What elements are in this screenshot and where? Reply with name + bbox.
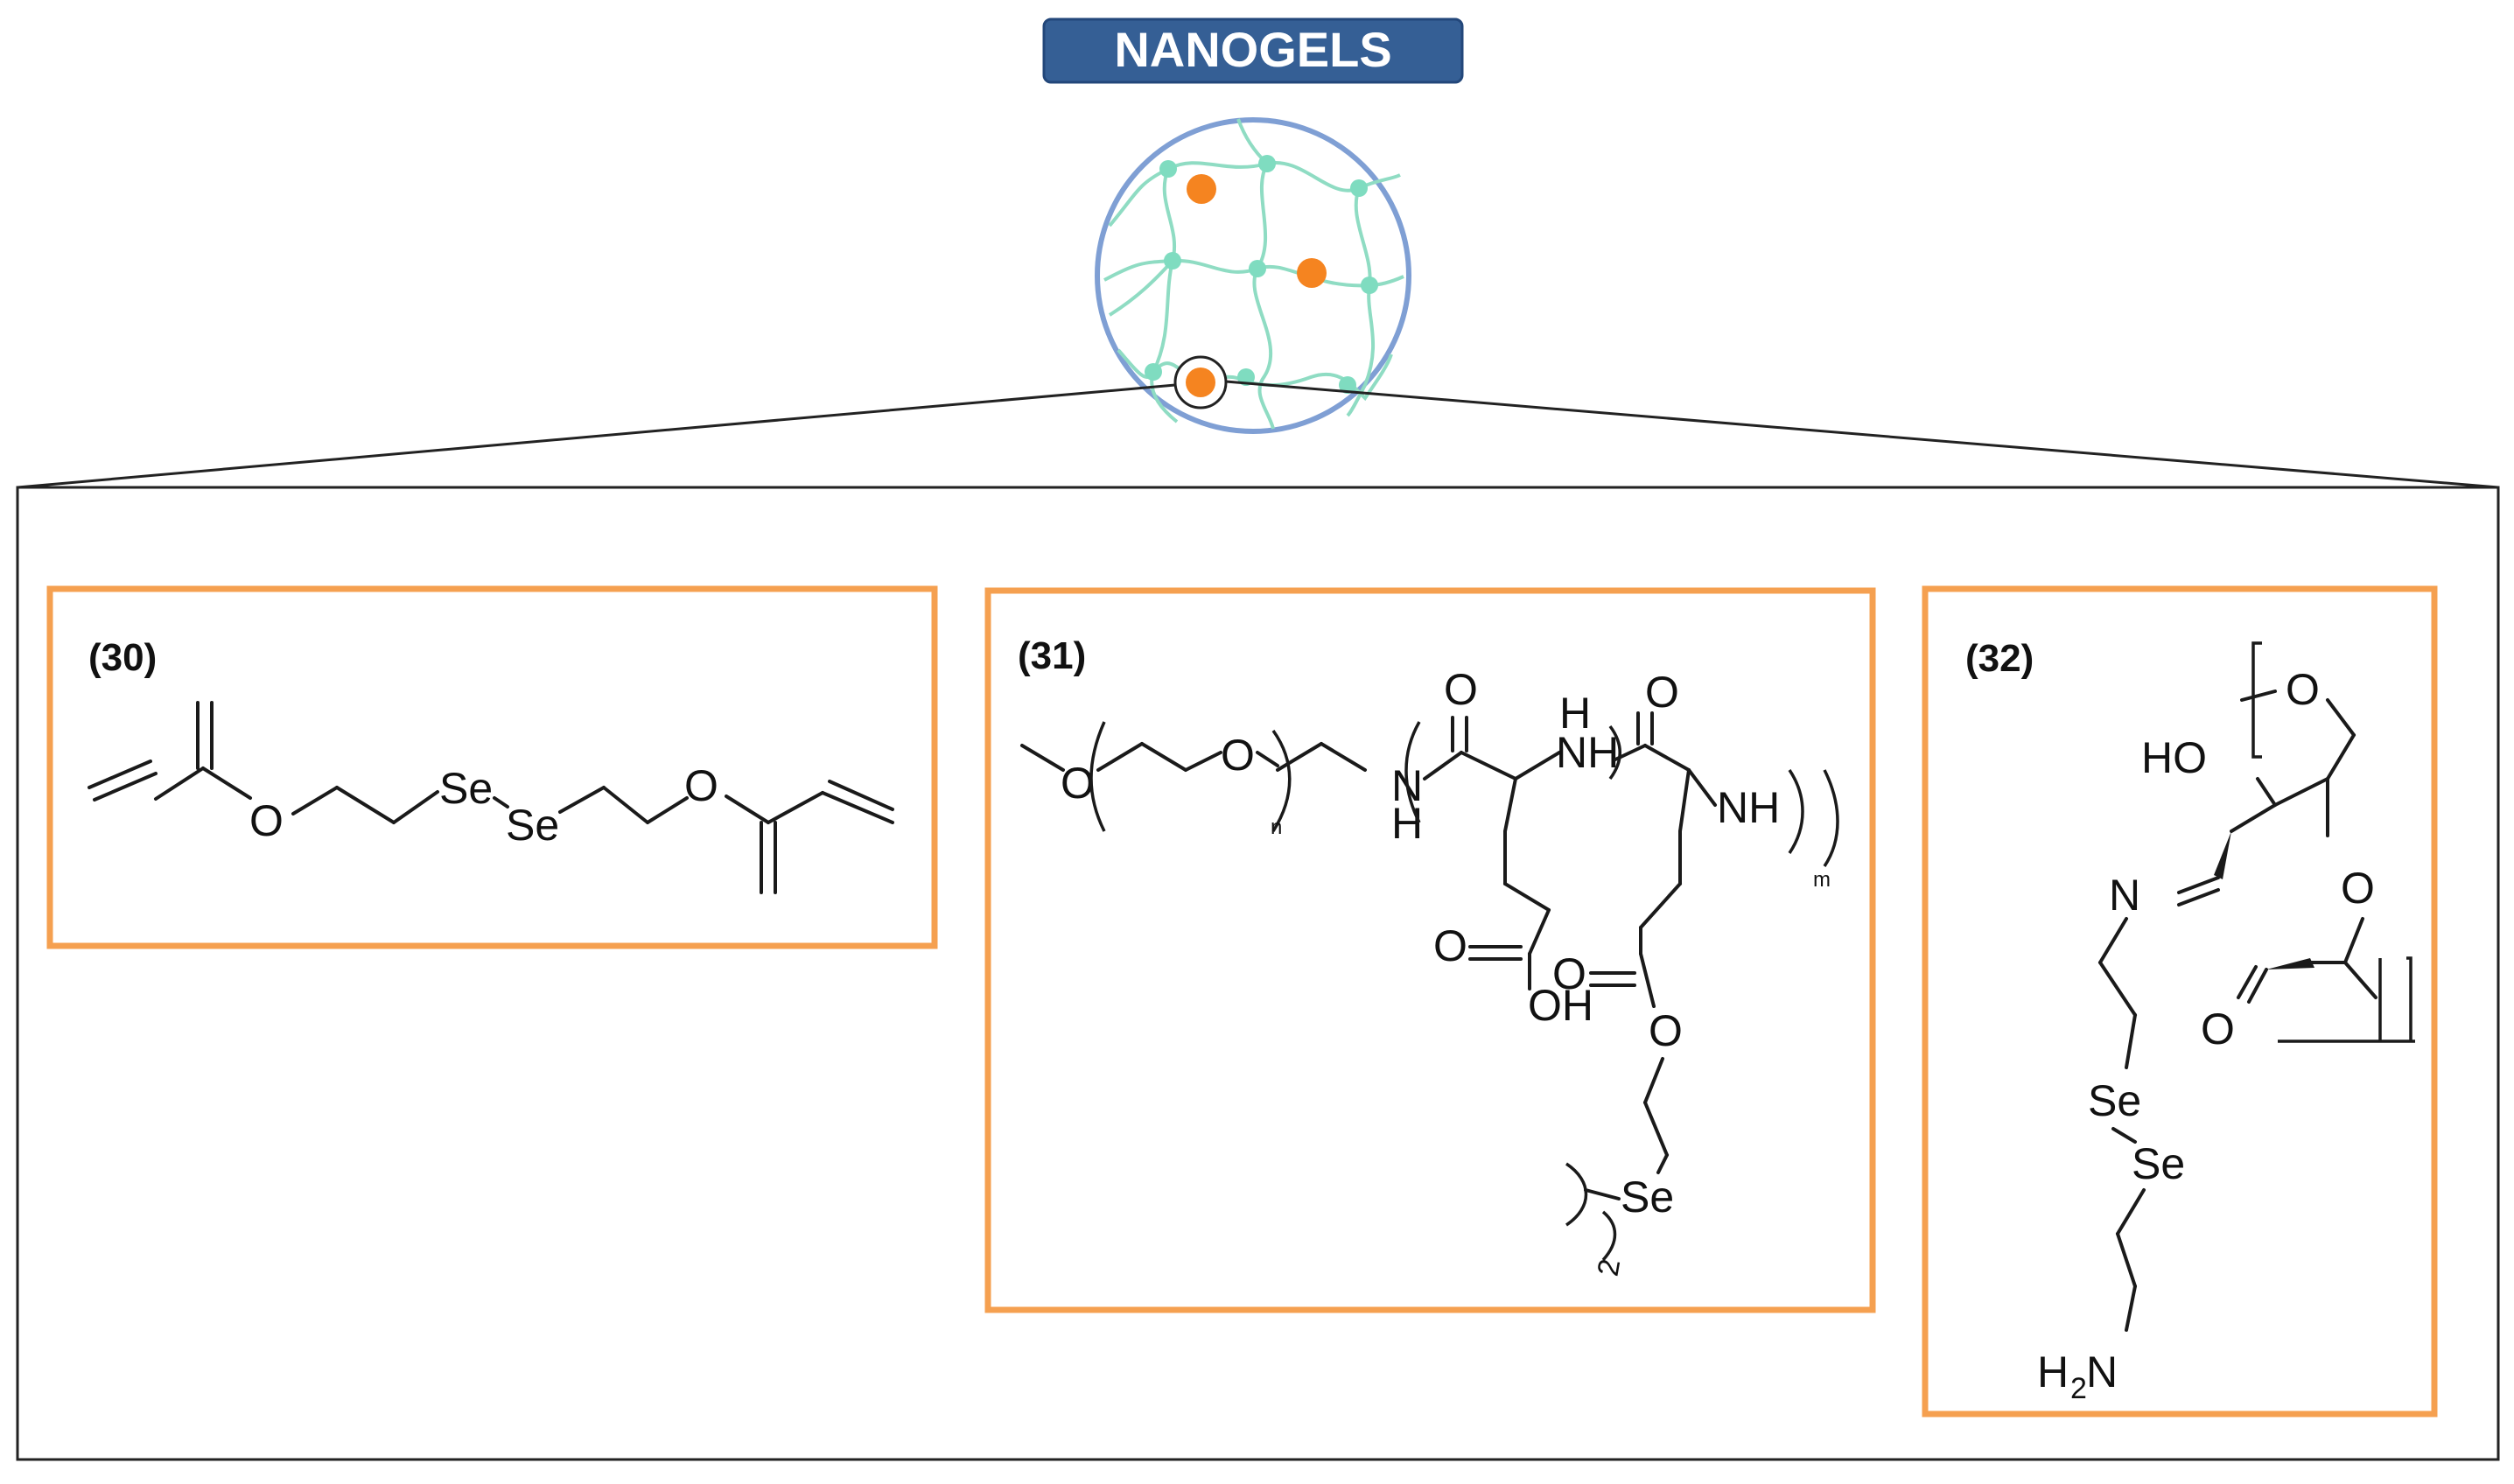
atom-o: O <box>1433 921 1467 970</box>
subscript-2: 2 <box>1592 1256 1628 1278</box>
subscript-m: m <box>1813 868 1831 892</box>
atom-nh: NH <box>1717 783 1780 832</box>
atom-o: O <box>1552 949 1586 998</box>
crosslink-node <box>1164 252 1181 270</box>
panel-31-frame <box>984 587 1876 1313</box>
atom-o: O <box>684 761 718 810</box>
atom-o: O <box>2286 665 2320 714</box>
atom-se: Se <box>1621 1172 1674 1222</box>
crosslink-node <box>1361 276 1378 294</box>
atom-o: O <box>1221 731 1255 780</box>
title-text: NANOGELS <box>1114 22 1391 77</box>
subscript-2: 2 <box>2070 1372 2087 1405</box>
crosslink-nodes <box>1145 155 1378 394</box>
cargo-particle-highlighted <box>1186 368 1215 397</box>
crosslink-node <box>1258 155 1276 172</box>
atom-o: O <box>2201 1004 2235 1054</box>
atom-oh: OH <box>1528 981 1593 1030</box>
atom-o: O <box>1061 759 1095 808</box>
crosslink-node <box>1159 160 1177 178</box>
detail-frame <box>16 486 2500 1461</box>
atom-h: H <box>2037 1348 2069 1396</box>
atom-se: Se <box>2132 1139 2185 1188</box>
subscript-n: n <box>1271 816 1282 839</box>
title-badge-box <box>1042 18 1464 84</box>
atom-n: N <box>2109 871 2140 920</box>
atom-o: O <box>1444 665 1478 714</box>
atom-h: H <box>1559 689 1591 738</box>
panel-30-label: (30) <box>88 636 157 679</box>
cargo-particle <box>1297 258 1327 288</box>
crosslink-node <box>1249 260 1266 277</box>
drug-cargo <box>1173 174 1327 410</box>
atom-o: O <box>2341 864 2375 913</box>
structure-31: O O n N H O NH H O <box>1020 665 1839 1278</box>
panel-30: (30) O Se Se O <box>46 585 938 949</box>
structure-32: O HO N O O Se <box>2037 641 2415 1405</box>
panel-30-frame <box>46 585 938 949</box>
atom-o: O <box>1645 668 1679 717</box>
cargo-particle <box>1187 174 1216 204</box>
panel-32: (32) O HO N O O <box>1922 585 2438 1418</box>
panel-32-label: (32) <box>1965 637 2034 680</box>
panel-31-label: (31) <box>1018 634 1086 677</box>
crosslink-node <box>1339 376 1356 394</box>
atom-o: O <box>1649 1006 1683 1055</box>
atom-se: Se <box>506 801 559 850</box>
zoom-line-left <box>17 383 1176 489</box>
zoom-line-right <box>1225 380 2499 489</box>
crosslink-node <box>1350 179 1368 197</box>
atom-n: N <box>2086 1348 2118 1396</box>
atom-se: Se <box>2088 1076 2141 1125</box>
atom-nh: NH <box>1556 728 1619 777</box>
panel-32-frame <box>1922 585 2438 1418</box>
atom-h: H <box>1391 799 1423 848</box>
title-badge: NANOGELS <box>1042 18 1464 84</box>
nanogel-sphere <box>1095 117 1411 434</box>
structure-30: O Se Se O <box>88 701 894 894</box>
crosslink-node <box>1145 363 1162 381</box>
atom-o: O <box>249 796 284 845</box>
atom-se: Se <box>439 764 493 813</box>
panel-31: (31) O O n N H O NH H <box>984 587 1876 1313</box>
atom-ho: HO <box>2141 733 2207 782</box>
